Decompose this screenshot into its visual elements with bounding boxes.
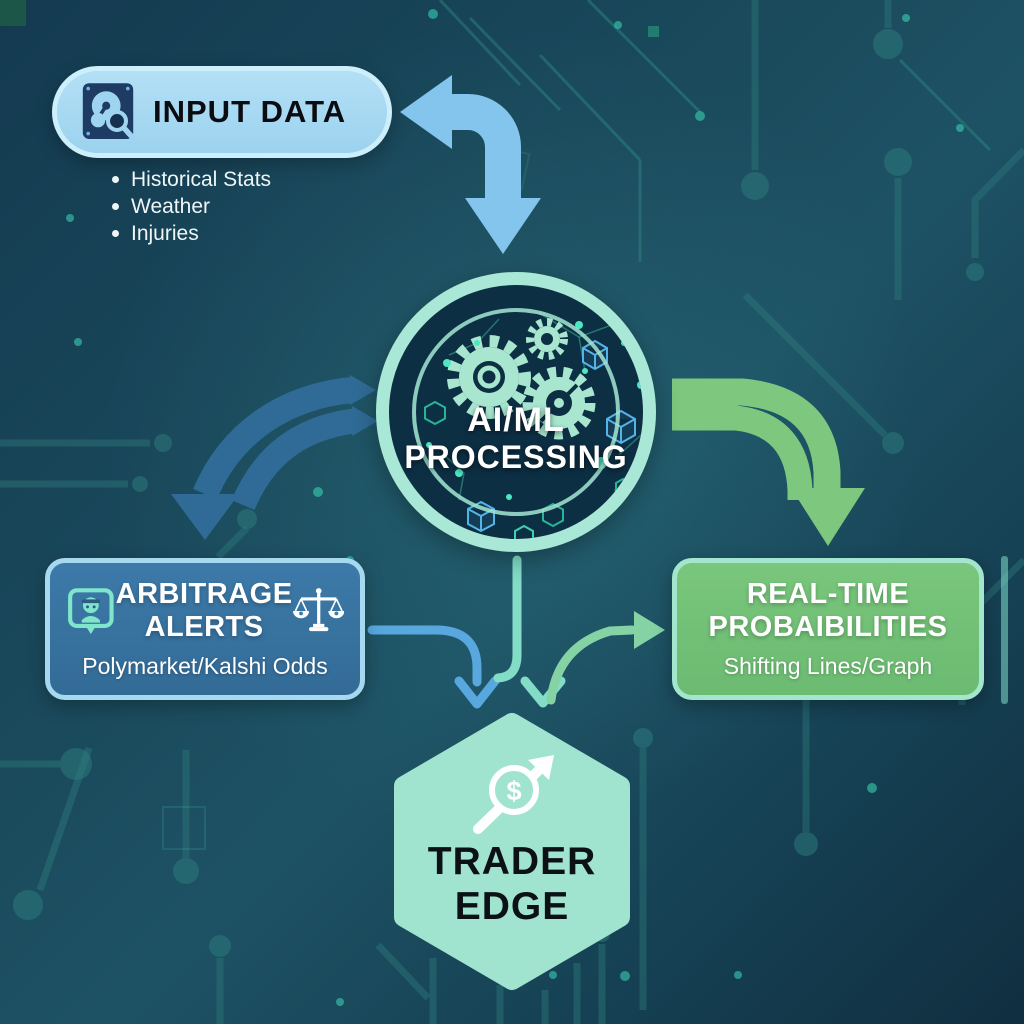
bullet-injuries: Injuries [131, 221, 199, 245]
processing-title: AI/ML PROCESSING [376, 401, 656, 476]
arbitrage-title-line1: ARBITRAGE [115, 578, 293, 611]
probabilities-subtitle: Shifting Lines/Graph [723, 652, 933, 679]
arbitrage-to-trader-arrow [367, 625, 500, 709]
bullet-item: Injuries [112, 220, 271, 247]
right-edge-accent [1001, 556, 1008, 704]
top-accent-square [648, 26, 659, 37]
arbitrage-alerts-node: ARBITRAGE ALERTS Polymarket/Kalshi Odds [45, 558, 365, 700]
trader-edge-title-line1: TRADER [427, 840, 597, 883]
processing-to-arbitrage-arrow [171, 375, 378, 540]
dollar-trend-icon: $ [473, 755, 554, 834]
probabilities-node: REAL-TIME PROBAIBILITIES Shifting Lines/… [672, 558, 984, 700]
processing-to-probabilities-arrow [672, 378, 865, 546]
database-search-icon [82, 83, 135, 140]
probabilities-title-line2: PROBAIBILITIES [708, 610, 948, 643]
input-data-node: INPUT DATA [52, 66, 392, 158]
trader-edge-title: TRADER EDGE [396, 840, 628, 930]
processing-node: AI/ML PROCESSING [376, 272, 656, 552]
input-data-title: INPUT DATA [153, 94, 347, 129]
dollar-glyph: $ [506, 776, 521, 806]
processing-title-line1: AI/ML [467, 401, 565, 439]
bullet-weather: Weather [131, 194, 210, 218]
probabilities-title-line1: REAL-TIME [746, 578, 910, 611]
arbitrage-title: ARBITRAGE ALERTS [116, 578, 293, 643]
bullet-item: Historical Stats [112, 166, 271, 193]
input-to-processing-arrow [400, 75, 541, 254]
arbitrage-title-line2: ALERTS [144, 610, 264, 643]
corner-accent-square [0, 0, 26, 26]
processing-title-line2: PROCESSING [404, 439, 628, 476]
processing-node-interior [389, 285, 643, 539]
bullet-historical-stats: Historical Stats [131, 167, 272, 191]
trader-edge-title-line2: EDGE [454, 884, 570, 928]
bullet-item: Weather [112, 193, 271, 220]
arbitrage-subtitle: Polymarket/Kalshi Odds [82, 652, 328, 679]
inner-ring [412, 308, 620, 516]
scales-icon [292, 587, 344, 631]
trader-to-probabilities-arrow [546, 625, 637, 705]
input-data-bullet-list: Historical Stats Weather Injuries [112, 166, 271, 247]
agent-chip-icon [68, 587, 114, 634]
